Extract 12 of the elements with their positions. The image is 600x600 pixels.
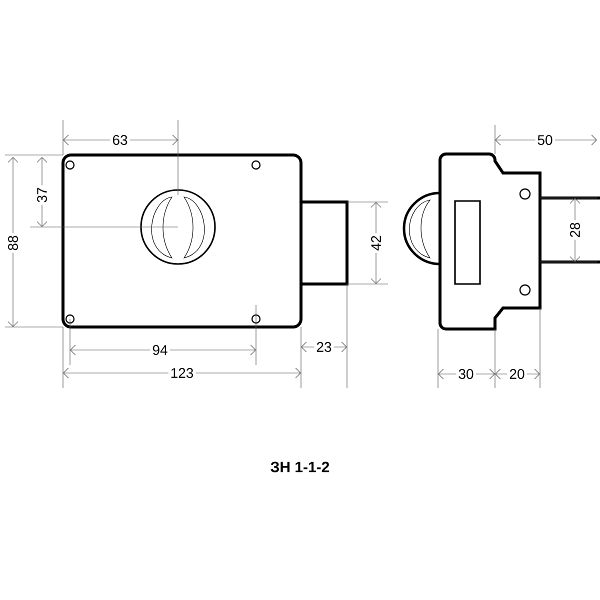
dimension-text: 88 xyxy=(6,233,20,253)
dimension-text: 94 xyxy=(150,343,170,357)
dimension-text: 28 xyxy=(568,220,582,240)
dimension-text: 50 xyxy=(535,133,555,147)
dimension-text: 30 xyxy=(456,367,476,381)
dimension-text: 42 xyxy=(369,233,383,253)
title: ЗН 1-1-2 xyxy=(270,462,330,472)
dimension-text: 63 xyxy=(110,133,130,147)
dimension-text: 23 xyxy=(314,340,334,354)
dimension-text: 37 xyxy=(35,185,49,205)
dimension-text: 123 xyxy=(168,366,196,380)
dimension-text: 20 xyxy=(507,367,527,381)
